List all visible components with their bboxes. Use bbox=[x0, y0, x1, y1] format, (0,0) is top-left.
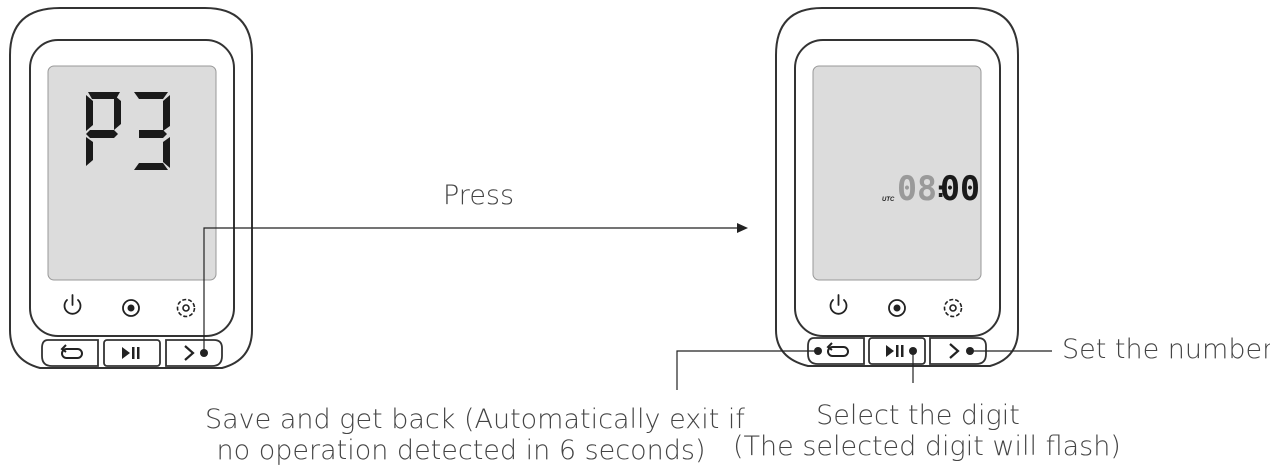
time-hours: 08 bbox=[897, 169, 937, 209]
right-button-back[interactable] bbox=[807, 337, 865, 365]
left-back-loop-icon bbox=[60, 344, 83, 359]
left-device bbox=[9, 7, 253, 369]
right-power-icon[interactable] bbox=[829, 294, 848, 315]
left-play-pause-icon bbox=[122, 347, 140, 359]
left-record-icon[interactable] bbox=[122, 299, 140, 317]
callout-lines bbox=[676, 350, 1052, 390]
press-label: Press bbox=[443, 180, 515, 211]
callout-save-back bbox=[676, 350, 818, 390]
save-back-line-1: Save and get back (Automatically exit if bbox=[205, 404, 745, 435]
left-device-screen bbox=[47, 65, 217, 281]
right-back-loop-icon bbox=[826, 342, 849, 357]
left-settings-icon[interactable] bbox=[176, 298, 196, 318]
right-device-screen bbox=[812, 65, 982, 281]
save-back-label: Save and get back (Automatically exit if… bbox=[205, 404, 745, 466]
set-number-label: Set the number bbox=[1062, 334, 1270, 365]
left-next-chevron-icon bbox=[184, 345, 195, 361]
utc-label: UTC bbox=[882, 197, 895, 203]
left-screen-readout bbox=[86, 92, 170, 170]
time-colon: : bbox=[934, 178, 947, 203]
right-record-icon[interactable] bbox=[888, 299, 906, 317]
left-button-back[interactable] bbox=[41, 339, 99, 367]
select-digit-line-1: Select the digit bbox=[816, 400, 1020, 431]
right-next-chevron-icon bbox=[949, 343, 960, 359]
time-minutes: 00 bbox=[940, 169, 980, 209]
save-back-line-2: no operation detected in 6 seconds) bbox=[216, 435, 706, 466]
right-settings-icon[interactable] bbox=[943, 298, 963, 318]
select-digit-label: Select the digit (The selected digit wil… bbox=[733, 400, 1121, 462]
right-device: UTC 08 : 00 bbox=[775, 7, 1019, 367]
left-power-icon[interactable] bbox=[63, 294, 82, 315]
press-arrow bbox=[203, 223, 748, 353]
right-play-pause-icon bbox=[886, 345, 904, 357]
select-digit-line-2: (The selected digit will flash) bbox=[733, 431, 1121, 462]
